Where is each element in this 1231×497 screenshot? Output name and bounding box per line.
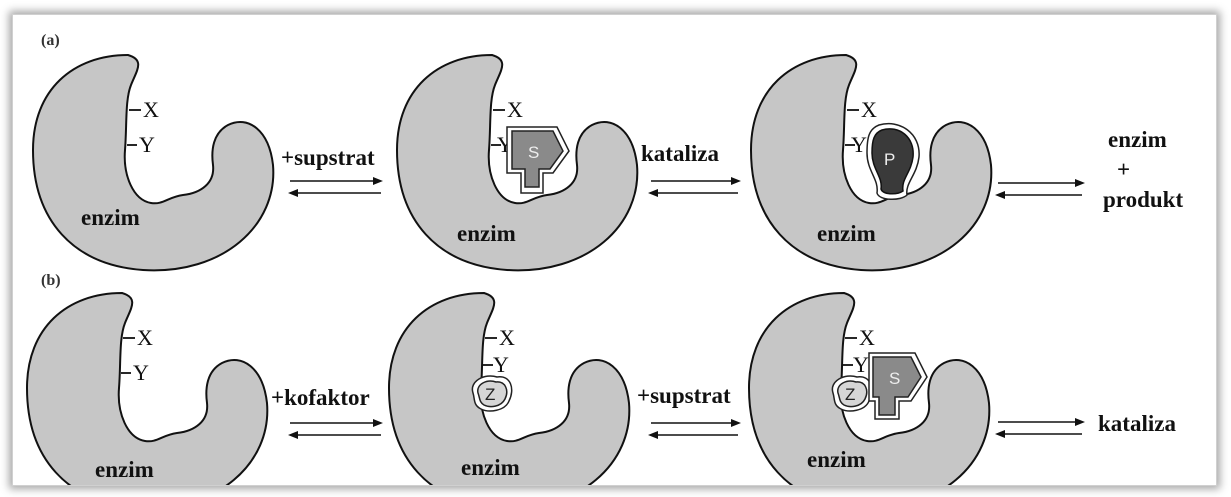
substrate-shape [511, 130, 564, 188]
site-y-label: Y [493, 352, 509, 377]
step-b1-label: +kofaktor [271, 385, 370, 410]
result-a-line1: enzim [1108, 127, 1167, 152]
panel-b-label: (b) [41, 272, 61, 289]
cofactor-shape [477, 380, 508, 408]
enzyme-b1: X Y enzim [26, 292, 269, 485]
step-a1-label: +supstrat [281, 145, 375, 170]
site-x-label: X [861, 97, 877, 122]
enzyme-a1: X Y enzim [32, 54, 275, 272]
site-y-label: Y [133, 360, 149, 385]
substrate-shape [872, 356, 922, 416]
site-x-label: X [507, 97, 523, 122]
step-a2-label: kataliza [641, 141, 719, 166]
enzyme-diagram: (a) X Y enzim +supstrat X Y S enzim kata… [26, 32, 1183, 485]
enzyme-label: enzim [95, 457, 154, 482]
cofactor-letter: Z [485, 385, 495, 404]
equilibrium-arrow-b1 [288, 419, 383, 439]
equilibrium-arrow-a1 [288, 177, 383, 197]
product-shape [871, 128, 914, 195]
result-b-label: kataliza [1098, 411, 1176, 436]
step-b2-label: +supstrat [637, 383, 731, 408]
equilibrium-arrow-a2 [648, 177, 741, 197]
equilibrium-arrow-b3 [995, 418, 1085, 438]
enzyme-b3: X Y Z S enzim [748, 292, 991, 485]
site-x-label: X [143, 97, 159, 122]
equilibrium-arrow-a3 [995, 179, 1085, 199]
site-x-label: X [499, 325, 515, 350]
site-y-label: Y [851, 132, 867, 157]
site-x-label: X [137, 325, 153, 350]
enzyme-label: enzim [817, 221, 876, 246]
enzyme-label: enzim [457, 221, 516, 246]
product-letter: P [884, 150, 895, 169]
equilibrium-arrow-b2 [648, 419, 741, 439]
enzyme-b2: X Y Z enzim [388, 292, 631, 485]
site-y-label: Y [139, 132, 155, 157]
substrate-letter: S [528, 143, 539, 162]
site-x-label: X [859, 325, 875, 350]
cofactor-letter: Z [845, 385, 855, 404]
result-a-line2: + [1117, 157, 1130, 182]
enzyme-label: enzim [461, 455, 520, 480]
result-a-line3: produkt [1103, 187, 1183, 212]
substrate-letter: S [889, 369, 900, 388]
site-y-label: Y [853, 352, 869, 377]
panel-a-label: (a) [41, 32, 60, 49]
enzyme-a3: X Y P enzim [750, 54, 993, 272]
enzyme-label: enzim [81, 205, 140, 230]
enzyme-a2: X Y S enzim [396, 54, 639, 272]
enzyme-label: enzim [807, 447, 866, 472]
cofactor-shape [837, 380, 868, 408]
figure-frame: (a) X Y enzim +supstrat X Y S enzim kata… [12, 14, 1217, 486]
